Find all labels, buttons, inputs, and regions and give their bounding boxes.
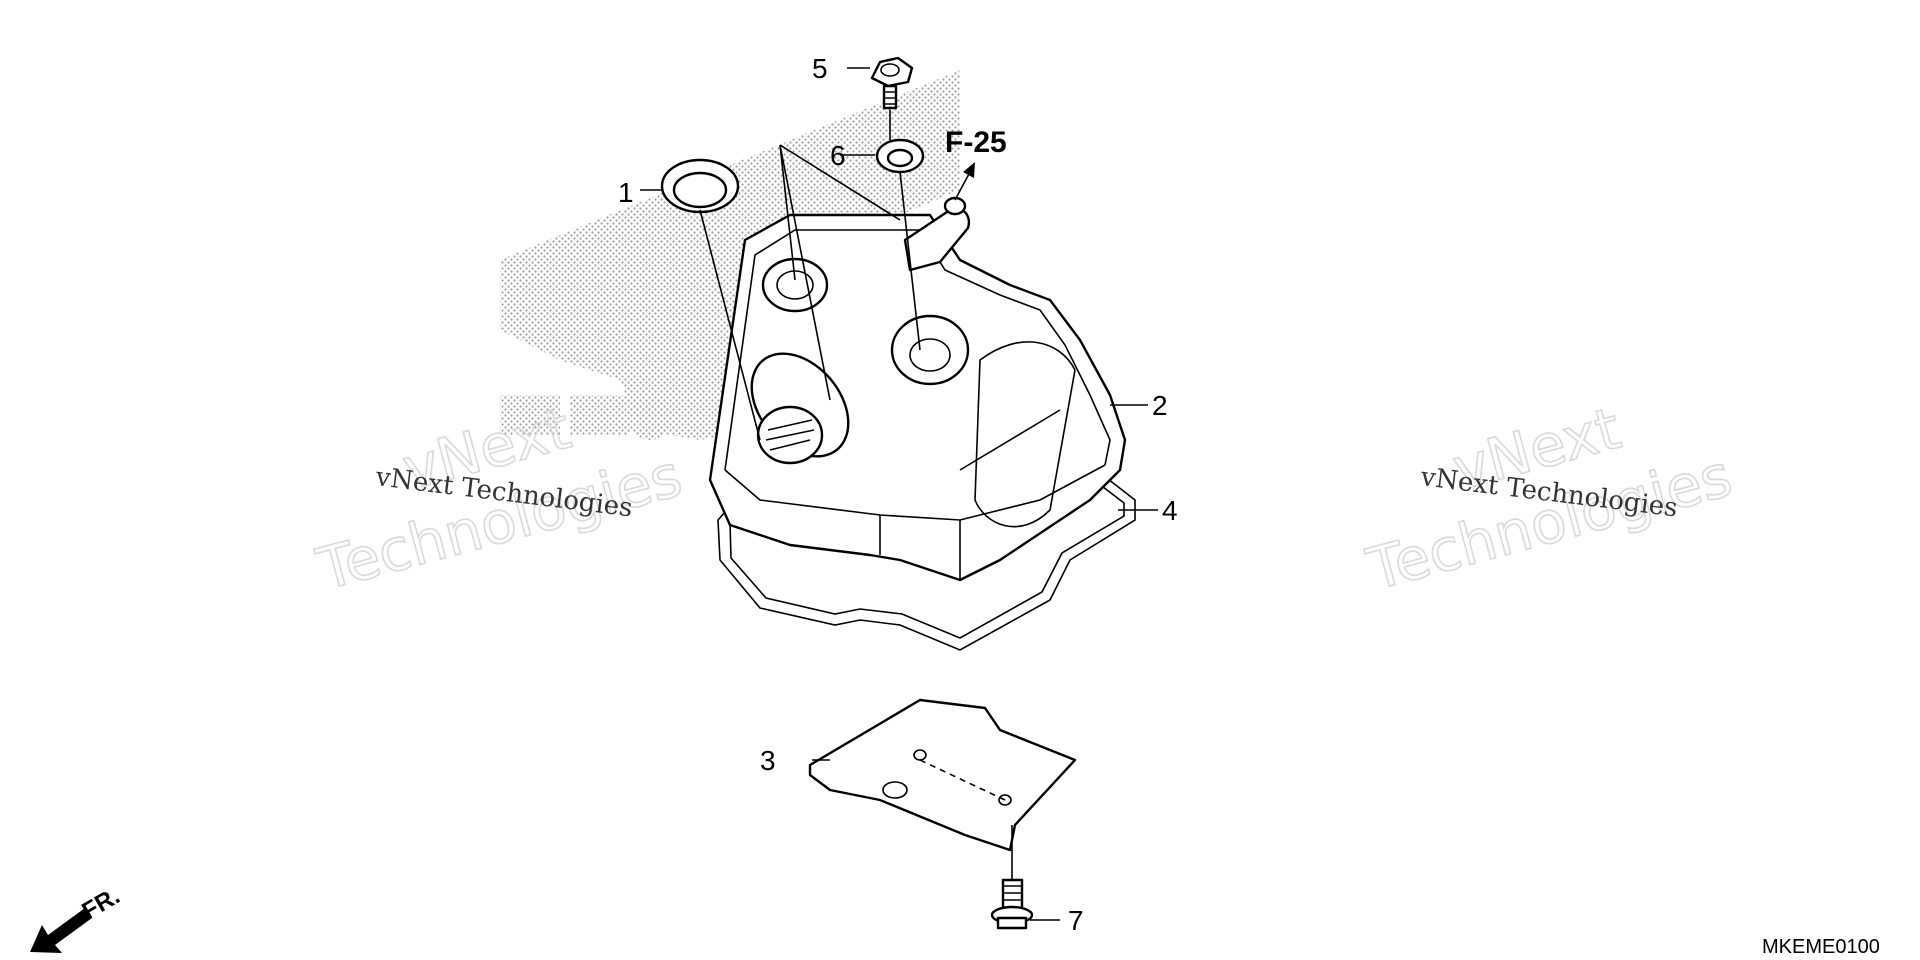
- part-3-plate: [808, 698, 1077, 852]
- callout-2[interactable]: 2: [1152, 390, 1168, 421]
- diagram-code: MKEME0100: [1762, 936, 1880, 958]
- callout-6[interactable]: 6: [830, 140, 846, 171]
- part-6-grommet: [875, 138, 925, 174]
- callout-1[interactable]: 1: [618, 177, 634, 208]
- watermark-right: vNext Technologies vNext Technologies: [1359, 393, 1739, 604]
- callout-4[interactable]: 4: [1162, 495, 1178, 526]
- part-1-filler-cap: [660, 158, 740, 214]
- leader-lines: [640, 67, 1158, 921]
- reference-label[interactable]: F-25: [945, 126, 1007, 159]
- part-7-flange-bolt: [990, 878, 1034, 930]
- part-2-head-cover: [708, 196, 1127, 582]
- callout-7[interactable]: 7: [1068, 905, 1084, 936]
- front-direction-arrow: FR.: [30, 882, 124, 953]
- callout-5[interactable]: 5: [812, 53, 828, 84]
- part-5-bolt: [870, 56, 914, 110]
- callout-numbers: 1 2 3 4 5 6 7: [618, 53, 1178, 936]
- callout-3[interactable]: 3: [760, 745, 776, 776]
